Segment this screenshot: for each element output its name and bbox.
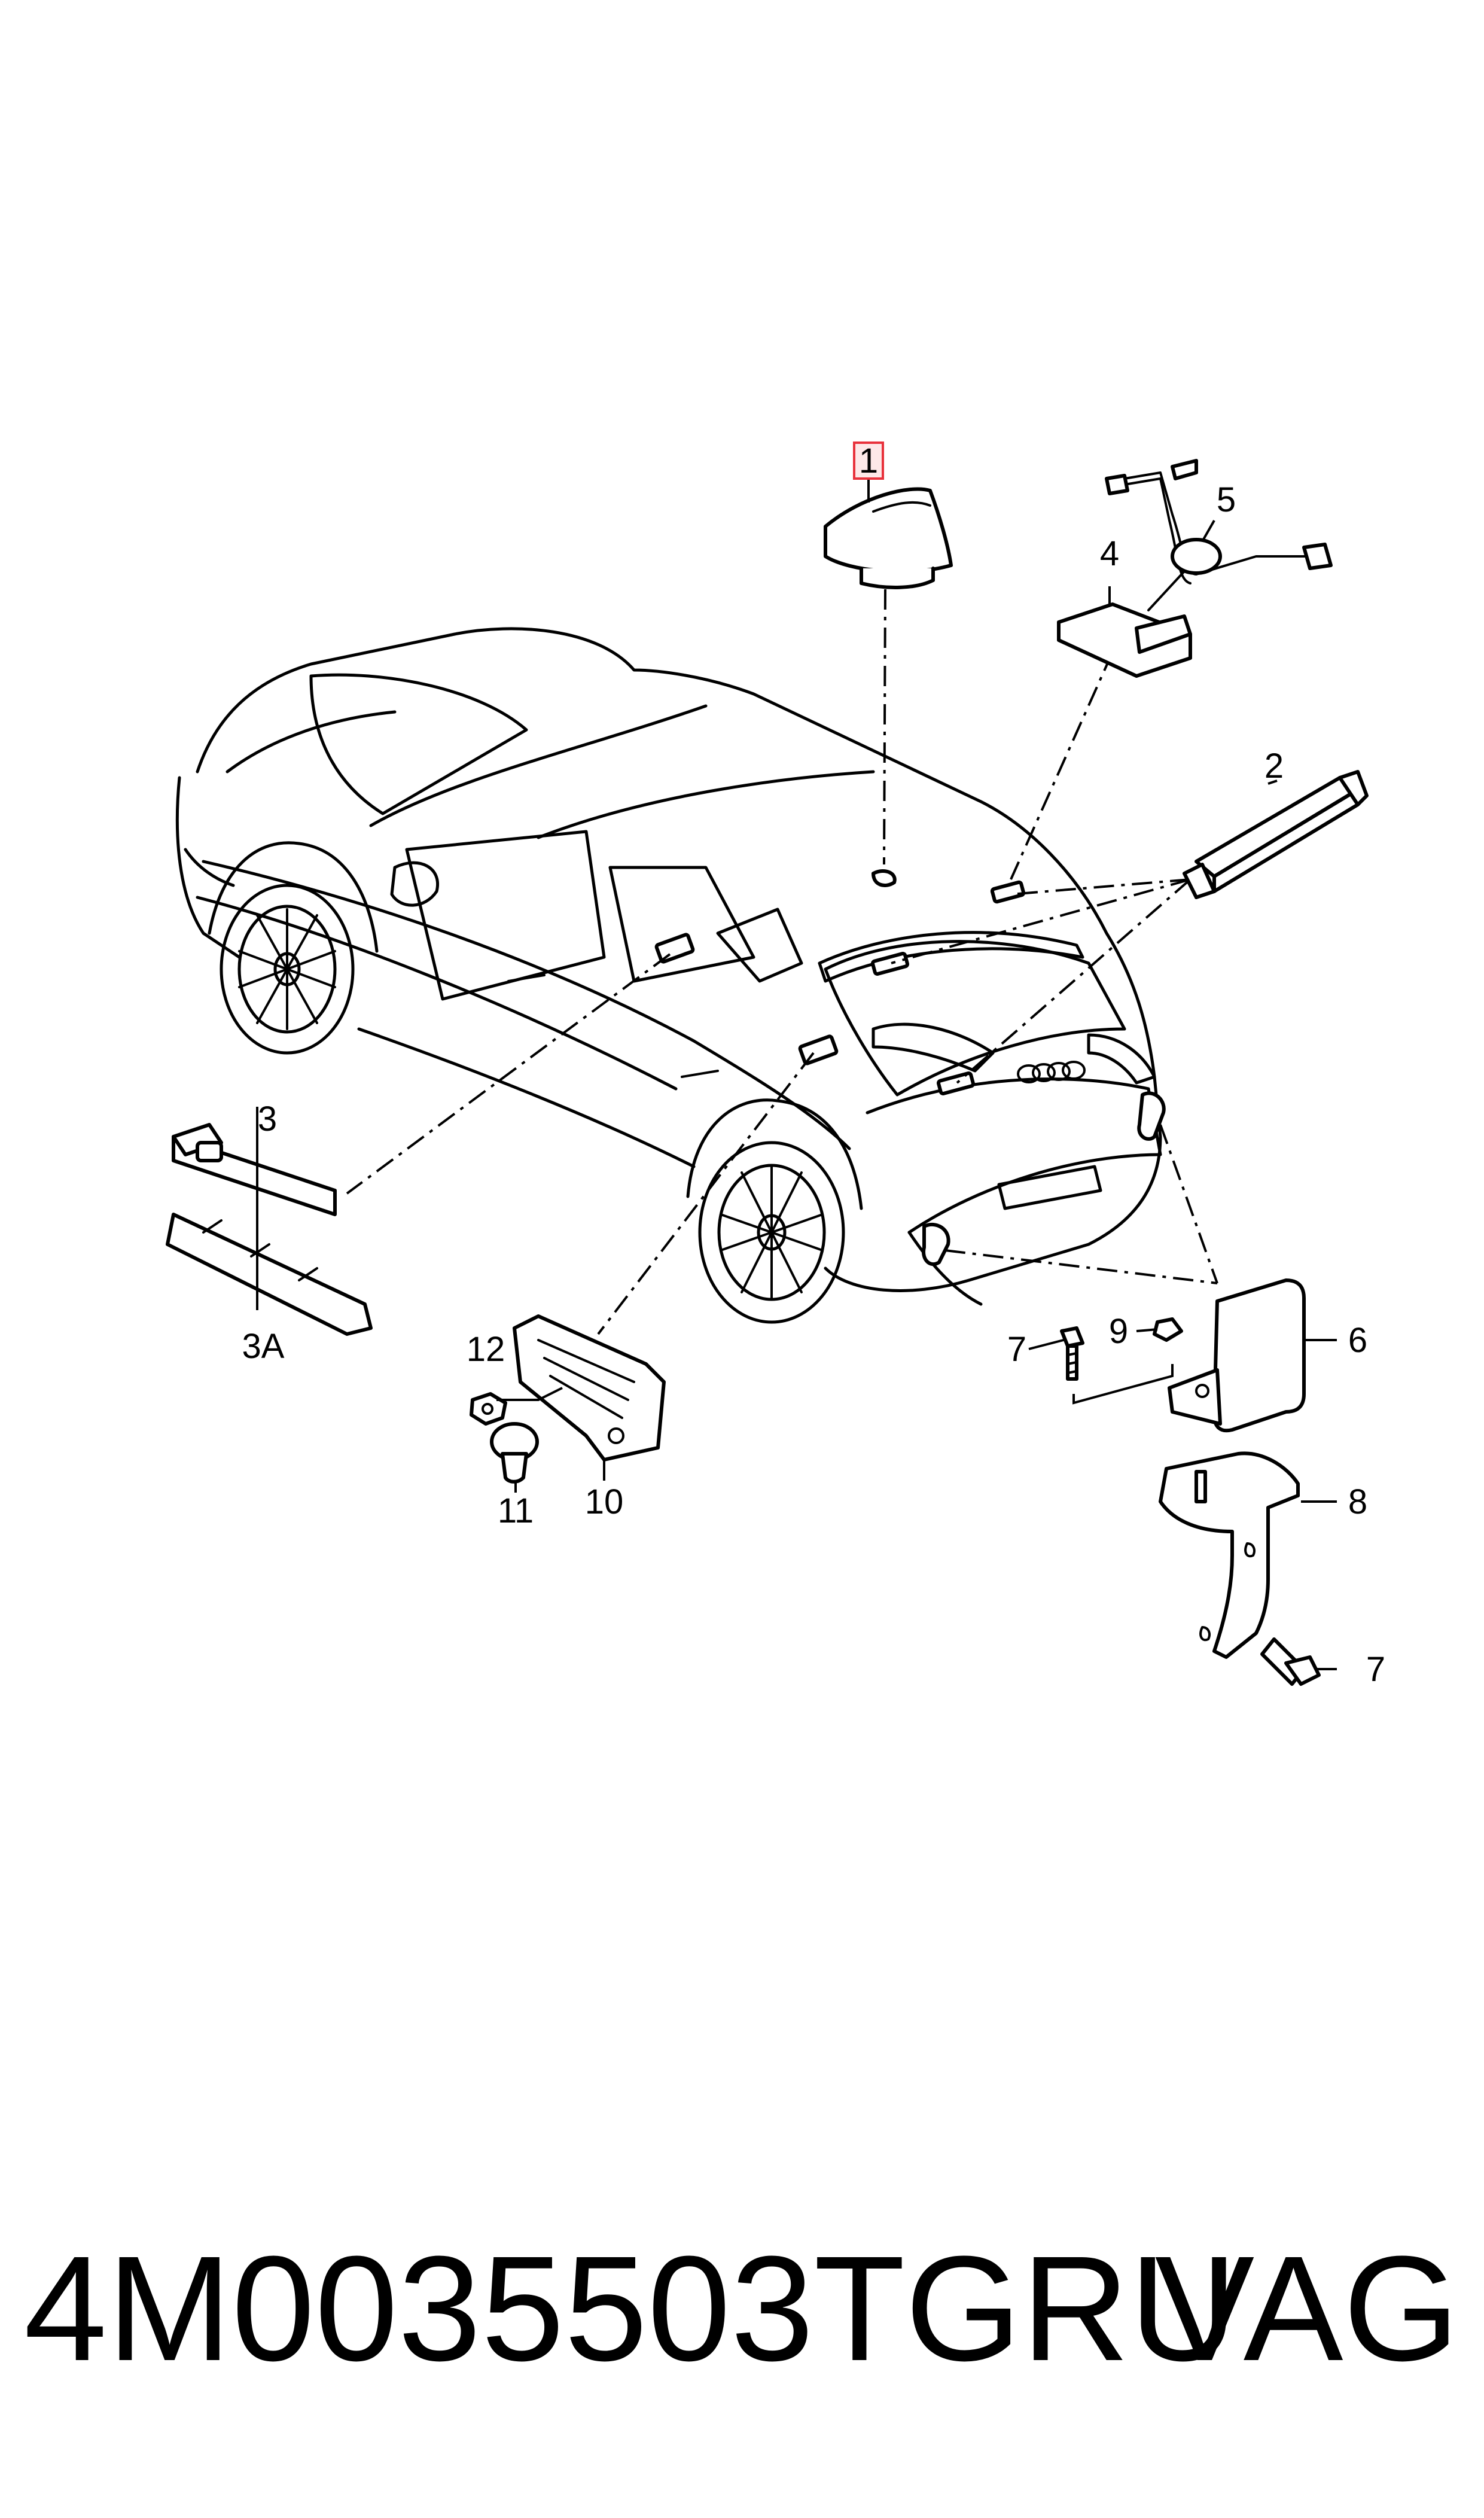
callout-10[interactable]: 10: [585, 1482, 624, 1521]
callout-3[interactable]: 3: [258, 1100, 277, 1138]
part-number: 4M0035503TGRU: [24, 2225, 1238, 2392]
callout-7-lower[interactable]: 7: [1366, 1650, 1385, 1689]
callout-2[interactable]: 2: [1264, 747, 1284, 785]
callout-4[interactable]: 4: [1100, 534, 1119, 573]
callout-1-highlight-box: [853, 442, 884, 480]
part-3-antenna-amplifier[interactable]: [172, 1123, 337, 1216]
callout-9[interactable]: 9: [1109, 1312, 1128, 1351]
callout-11[interactable]: 11: [498, 1491, 534, 1530]
callout-7-upper[interactable]: 7: [1007, 1330, 1026, 1369]
part-7-bolt-upper[interactable]: [1060, 1326, 1084, 1381]
callout-leaders: [256, 479, 1337, 1670]
part-12-nut[interactable]: [470, 1392, 507, 1426]
part-1-roof-antenna[interactable]: [824, 487, 953, 589]
reference-lines: [346, 589, 1218, 1335]
callout-labels: 1 2 3 3A 4 5 6 7 7 8 9 10 11 12: [242, 442, 1385, 1689]
part-6-sensor-housing[interactable]: [1168, 1278, 1306, 1433]
callout-6[interactable]: 6: [1348, 1321, 1367, 1360]
part-10-control-unit[interactable]: [513, 1314, 666, 1462]
part-2-antenna-module[interactable]: [1183, 770, 1369, 899]
part-4-holder[interactable]: [1057, 602, 1192, 678]
fastener-bracket-line-left: [496, 1387, 563, 1401]
callout-1[interactable]: 1: [859, 442, 878, 480]
fastener-bracket-line: [1072, 1364, 1174, 1405]
brand-label: VAG: [1155, 2225, 1459, 2392]
part-9-nut[interactable]: [1153, 1317, 1183, 1342]
vehicle-illustration: [175, 627, 1166, 1324]
part-8-mounting-bracket[interactable]: [1159, 1451, 1300, 1659]
part-5-cable[interactable]: [1105, 459, 1333, 611]
callout-3a[interactable]: 3A: [242, 1327, 285, 1366]
part-7-bolt-lower[interactable]: [1260, 1637, 1321, 1686]
part-11-plug[interactable]: [490, 1422, 539, 1484]
callout-12[interactable]: 12: [467, 1330, 505, 1369]
callout-5[interactable]: 5: [1217, 480, 1236, 519]
part-3a-bracket[interactable]: [166, 1107, 373, 1336]
callout-8[interactable]: 8: [1348, 1482, 1367, 1521]
